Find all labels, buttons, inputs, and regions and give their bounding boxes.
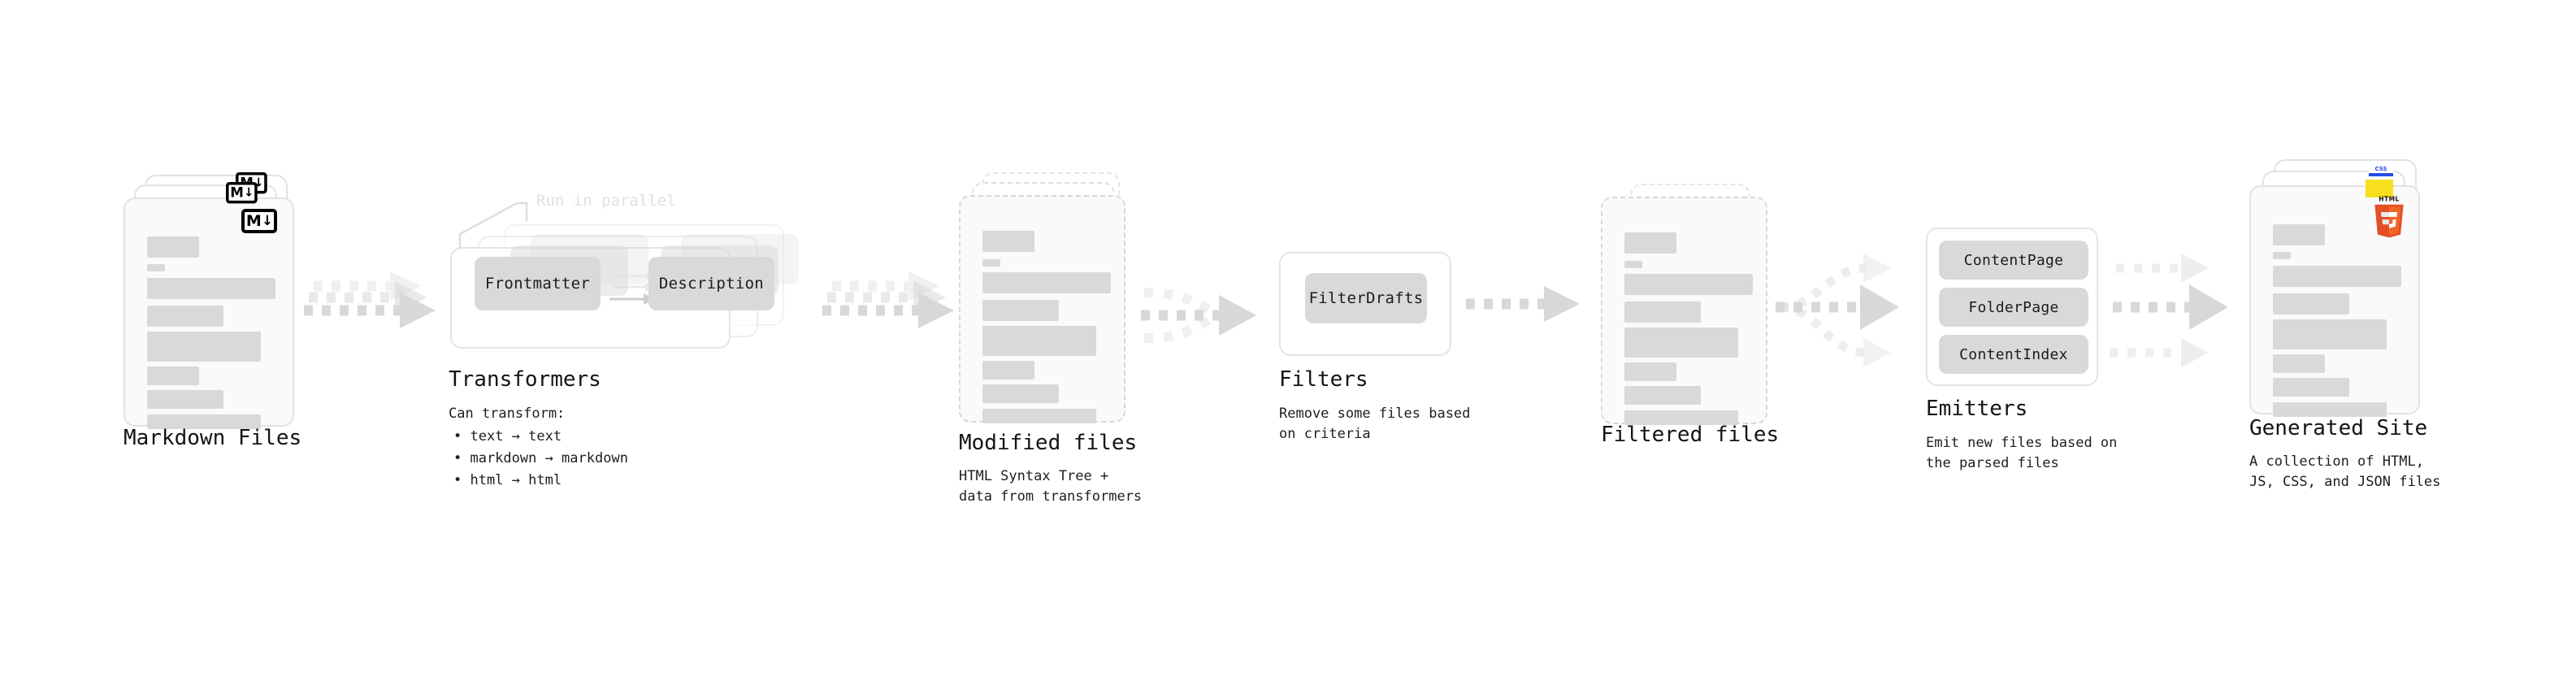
emitters-chip-contentpage-label: ContentPage xyxy=(1963,251,2064,269)
arrow-filtered-to-emitters xyxy=(1776,254,1899,367)
arrow-filters-to-filtered xyxy=(1466,286,1580,322)
filtered-files-document-stack xyxy=(1601,184,1788,436)
markdown-icon-back-1: M↓ xyxy=(226,182,258,204)
emitters-chip-contentindex[interactable]: ContentIndex xyxy=(1939,335,2088,374)
html5-icon-wordmark: HTML xyxy=(2379,196,2399,203)
js-icon xyxy=(2366,180,2393,197)
modified-files-document-stack xyxy=(959,172,1146,432)
arrow-markdown-to-transformers xyxy=(304,271,436,328)
markdown-files-title: Markdown Files xyxy=(124,426,302,450)
filtered-files-title: Filtered files xyxy=(1601,423,1780,447)
emitters-caption: Emit new files based on the parsed files xyxy=(1926,435,2118,471)
run-in-parallel-bracket xyxy=(458,202,528,250)
css-icon: CSS xyxy=(2369,166,2393,176)
emitters-group-box: ContentPage FolderPage ContentIndex xyxy=(1926,228,2098,386)
modified-files-title: Modified files xyxy=(959,431,1138,455)
modified-card-skeleton xyxy=(961,197,1124,423)
emitters-chip-folderpage-label: FolderPage xyxy=(1968,298,2059,316)
markdown-icon-letter: M xyxy=(245,211,262,230)
markdown-icon-arrow: ↓ xyxy=(243,184,254,200)
transformers-caption: Can transform: xyxy=(449,406,566,422)
markdown-files-document-stack: M↓ M↓ M↓ xyxy=(124,172,310,429)
modified-files-caption: HTML Syntax Tree + data from transformer… xyxy=(959,468,1143,505)
markdown-icon-letter: M xyxy=(230,184,244,201)
transformers-group-stack: Run in parallel Frontmatter Description xyxy=(445,187,827,366)
transformers-bullet-2: • markdown → markdown xyxy=(453,450,628,466)
generated-site-caption: A collection of HTML, JS, CSS, and JSON … xyxy=(2249,453,2441,490)
filtered-card-skeleton xyxy=(1602,198,1766,425)
generated-site-document-stack: CSS HTML xyxy=(2249,159,2452,419)
markdown-icon: M↓ xyxy=(241,209,277,233)
emitters-chip-contentindex-label: ContentIndex xyxy=(1959,345,2068,363)
modified-card-front xyxy=(959,195,1125,423)
transformers-bullet-1: • text → text xyxy=(453,428,562,445)
filters-chip-filterdrafts-label: FilterDrafts xyxy=(1308,289,1424,307)
run-in-parallel-label: Run in parallel xyxy=(536,192,676,210)
arrow-modified-to-filters xyxy=(1141,288,1256,343)
site-card-skeleton xyxy=(2251,187,2418,417)
transformers-bullet-3: • html → html xyxy=(453,472,562,488)
emitters-chip-folderpage[interactable]: FolderPage xyxy=(1939,288,2088,327)
generated-site-title: Generated Site xyxy=(2249,416,2428,440)
filters-chip-filterdrafts[interactable]: FilterDrafts xyxy=(1305,273,1427,323)
transformer-chip-description-label: Description xyxy=(658,275,765,293)
filters-caption: Remove some files based on criteria xyxy=(1279,406,1471,442)
html5-icon: HTML xyxy=(2371,195,2404,238)
transformer-chip-description[interactable]: Description xyxy=(648,257,774,310)
css-icon-label: CSS xyxy=(2374,166,2387,172)
markdown-icon-arrow: ↓ xyxy=(261,212,273,229)
emitters-chip-contentpage[interactable]: ContentPage xyxy=(1939,241,2088,280)
transformer-chip-frontmatter[interactable]: Frontmatter xyxy=(475,257,601,310)
arrow-emitters-to-site xyxy=(2110,254,2228,367)
filtered-card-front xyxy=(1601,197,1767,425)
transformers-title: Transformers xyxy=(449,367,601,392)
filters-title: Filters xyxy=(1279,367,1368,392)
arrow-transformers-to-modified xyxy=(822,271,954,328)
emitters-title: Emitters xyxy=(1926,397,2028,421)
markdown-card-front xyxy=(124,197,294,429)
markdown-card-skeleton xyxy=(125,199,293,429)
transformer-chip-frontmatter-label: Frontmatter xyxy=(484,275,591,293)
filters-group-box: FilterDrafts xyxy=(1279,252,1451,356)
